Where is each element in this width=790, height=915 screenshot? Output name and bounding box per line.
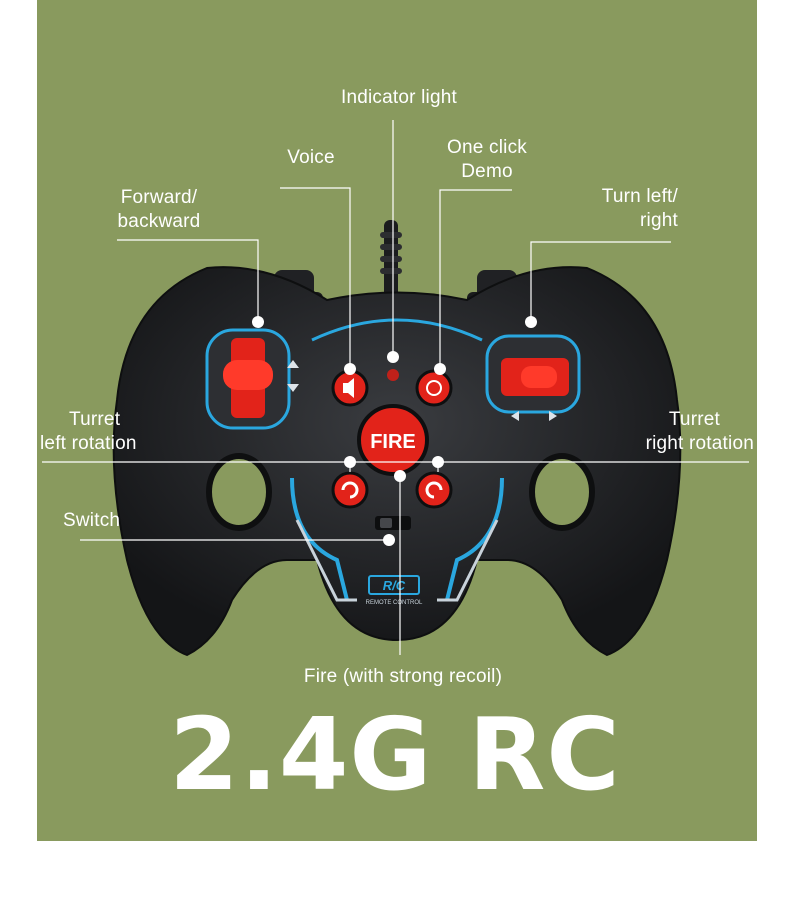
one-click-demo-label: One click Demo	[447, 137, 527, 182]
controller-illustration: FIRE R/C REMOTE CONTROL	[42, 120, 749, 657]
turret-right-button[interactable]	[415, 471, 453, 509]
left-grip-hole	[206, 453, 272, 531]
forward-backward-label: Forward/ backward	[117, 187, 201, 232]
product-panel: FIRE R/C REMOTE CONTROL	[37, 0, 757, 841]
demo-button[interactable]	[415, 369, 453, 407]
left-stick-pad	[205, 328, 299, 430]
indicator-led	[387, 369, 399, 381]
indicator-light-label: Indicator light	[340, 87, 457, 108]
callout-dots	[252, 316, 537, 546]
fire-button[interactable]	[357, 404, 429, 476]
voice-label: Voice	[287, 147, 335, 168]
svg-text:R/C: R/C	[383, 578, 406, 593]
right-grip-hole	[529, 453, 595, 531]
svg-text:REMOTE CONTROL: REMOTE CONTROL	[366, 600, 423, 606]
turret-left-rotation-label: Turret left rotation	[40, 409, 137, 454]
fire-recoil-label: Fire (with strong recoil)	[303, 666, 503, 687]
switch-label: Switch	[63, 510, 121, 531]
turret-left-button[interactable]	[331, 471, 369, 509]
right-stick-pad	[485, 334, 581, 421]
fire-button-label: FIRE	[370, 431, 416, 453]
turret-right-rotation-label: Turret right rotation	[645, 409, 754, 454]
product-title: 2.4G RC	[169, 696, 621, 813]
antenna	[380, 220, 402, 300]
callout-lines	[42, 120, 749, 655]
turn-left-right-label: Turn left/ right	[601, 186, 678, 231]
